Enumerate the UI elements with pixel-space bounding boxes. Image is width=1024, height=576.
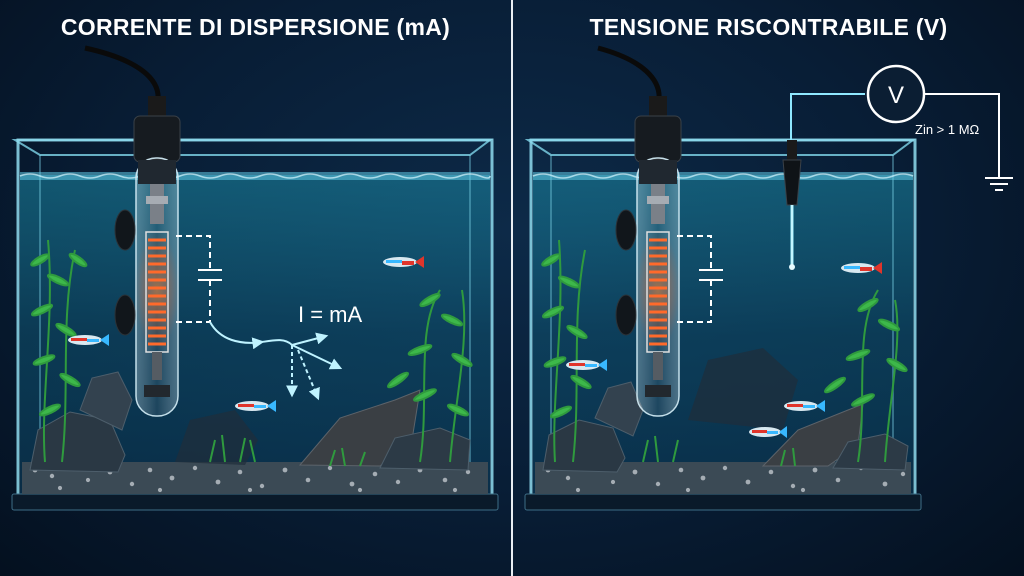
panel-leakage-current: CORRENTE DI DISPERSIONE (mA) [0, 0, 511, 576]
panel-touch-voltage: TENSIONE RISCONTRABILE (V) [513, 0, 1024, 576]
tank-base [524, 493, 922, 511]
voltmeter-symbol: V [888, 82, 904, 109]
heating-coil [148, 238, 166, 346]
water-surface [532, 172, 914, 180]
rocks [542, 348, 909, 473]
tank-base [11, 493, 499, 511]
water-surface [19, 172, 491, 180]
leakage-current-arrows [209, 321, 343, 401]
aquatic-plants [541, 239, 908, 467]
neon-tetra-fish [68, 256, 424, 412]
heating-coil [649, 238, 667, 346]
parasitic-capacitor-symbol [677, 235, 723, 323]
aquarium-scene-left: I = mA [11, 45, 499, 511]
aquarium-scene-right: V Zin > 1 MΩ [524, 45, 1013, 511]
panel-divider [511, 0, 513, 576]
panel-title-voltage: TENSIONE RISCONTRABILE (V) [589, 14, 948, 40]
rocks [29, 371, 471, 473]
ground-symbol [985, 177, 1013, 191]
panel-title-current: CORRENTE DI DISPERSIONE (mA) [60, 14, 451, 40]
neon-tetra-fish [566, 262, 882, 438]
aquatic-plants [30, 239, 473, 467]
aquarium-heater [597, 45, 682, 417]
voltmeter: V [866, 64, 1000, 178]
aquarium-heater [84, 45, 181, 417]
measurement-probe [782, 93, 865, 270]
current-label: I = mA [298, 302, 363, 327]
input-impedance-label: Zin > 1 MΩ [915, 122, 980, 137]
